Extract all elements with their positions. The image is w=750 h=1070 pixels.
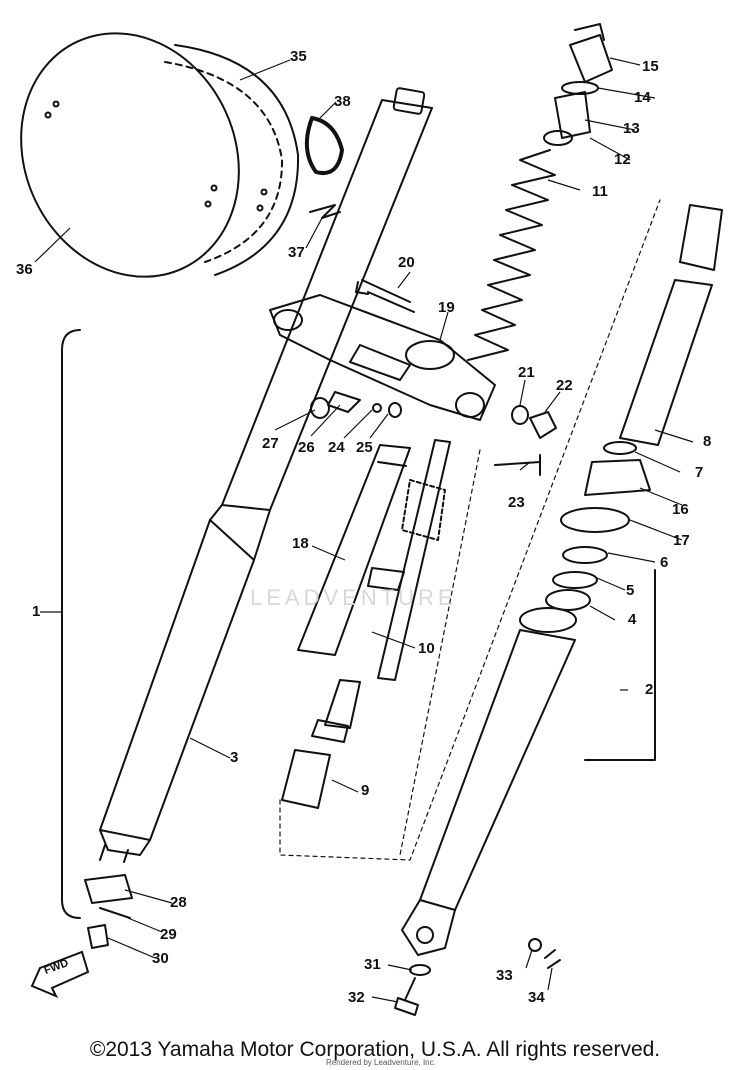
callout-3: 3 — [230, 749, 239, 766]
washer-25 — [388, 402, 402, 418]
callout-25: 25 — [356, 439, 373, 456]
callout-12: 12 — [614, 151, 631, 168]
washer-31 — [409, 964, 431, 976]
callout-18: 18 — [292, 535, 309, 552]
oil-lock-piece — [281, 749, 331, 809]
damper-rod — [311, 439, 451, 743]
right-fork-outer-tube — [401, 607, 577, 956]
callout-36: 36 — [16, 261, 33, 278]
spring-seat — [543, 130, 573, 146]
render-credit: Rendered by Leadventure, Inc. — [326, 1058, 436, 1067]
callout-14: 14 — [634, 89, 651, 106]
cap-bolt — [569, 23, 613, 83]
ring-7 — [603, 441, 637, 455]
fwd-arrow-icon — [30, 950, 90, 998]
headlight-assembly — [20, 32, 300, 278]
oil-seal-4 — [545, 589, 591, 611]
callout-38: 38 — [334, 93, 351, 110]
callout-21: 21 — [518, 364, 535, 381]
callout-23: 23 — [508, 494, 525, 511]
callout-31: 31 — [364, 956, 381, 973]
callout-9: 9 — [361, 782, 370, 799]
washer-24 — [372, 403, 382, 413]
callout-17: 17 — [673, 532, 690, 549]
headlight-band — [304, 116, 344, 175]
callout-1: 1 — [32, 603, 41, 620]
pinch-bolt — [355, 279, 415, 313]
callout-34: 34 — [528, 989, 545, 1006]
callout-24: 24 — [328, 439, 345, 456]
callout-37: 37 — [288, 244, 305, 261]
callout-8: 8 — [703, 433, 712, 450]
callout-5: 5 — [626, 582, 635, 599]
damper-cylinder — [297, 444, 411, 656]
callout-29: 29 — [160, 926, 177, 943]
washer-29 — [99, 907, 131, 919]
washer-5 — [552, 571, 598, 589]
nut-22 — [529, 411, 557, 439]
clip-17 — [560, 507, 630, 533]
callout-35: 35 — [290, 48, 307, 65]
left-fork-inner-tube — [99, 87, 433, 863]
callout-6: 6 — [660, 554, 669, 571]
bracket-2 — [584, 569, 656, 761]
callout-13: 13 — [623, 120, 640, 137]
callout-16: 16 — [672, 501, 689, 518]
callout-2: 2 — [645, 681, 654, 698]
callout-27: 27 — [262, 435, 279, 452]
callout-20: 20 — [398, 254, 415, 271]
callout-19: 19 — [438, 299, 455, 316]
axle-holder — [84, 874, 133, 904]
callout-7: 7 — [695, 464, 704, 481]
callout-26: 26 — [298, 439, 315, 456]
right-fork-cover — [619, 204, 723, 446]
headlight-clip — [309, 204, 341, 219]
guide-lines — [279, 199, 661, 861]
fork-spring — [467, 149, 556, 361]
collar-26 — [327, 391, 361, 413]
callout-15: 15 — [642, 58, 659, 75]
dust-seal-16 — [584, 459, 651, 496]
bracket-1 — [61, 329, 81, 919]
washer-33 — [528, 938, 542, 952]
callout-33: 33 — [496, 967, 513, 984]
bolt-32 — [394, 977, 419, 1016]
nut-27 — [310, 397, 330, 419]
callout-28: 28 — [170, 894, 187, 911]
bolt-34 — [544, 949, 561, 969]
watermark: LEADVENTURE — [250, 585, 457, 610]
callout-10: 10 — [418, 640, 435, 657]
copyright-notice: ©2013 Yamaha Motor Corporation, U.S.A. A… — [89, 1038, 661, 1061]
callout-30: 30 — [152, 950, 169, 967]
callout-4: 4 — [628, 611, 637, 628]
callout-22: 22 — [556, 377, 573, 394]
callout-11: 11 — [592, 183, 608, 200]
upper-bracket — [269, 294, 496, 421]
washer-21 — [511, 405, 529, 425]
clip-6 — [562, 546, 608, 564]
bolt-23 — [494, 454, 541, 476]
spacer — [554, 91, 591, 139]
nut-30 — [87, 924, 109, 949]
callout-32: 32 — [348, 989, 365, 1006]
